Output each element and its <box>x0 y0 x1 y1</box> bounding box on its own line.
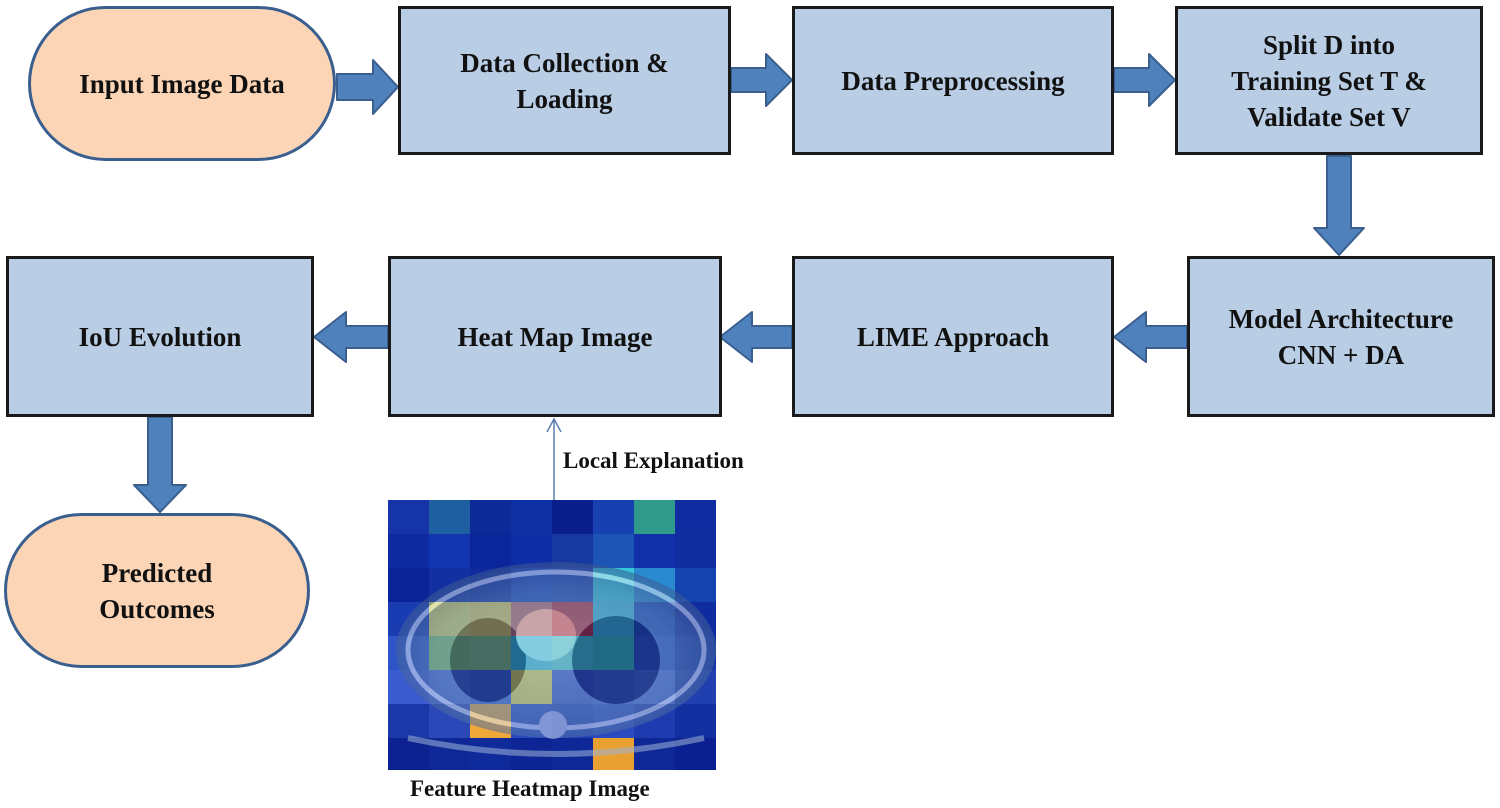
heatmap-cell <box>675 704 716 739</box>
heatmap-cell <box>552 500 594 535</box>
heatmap-cell <box>388 500 430 535</box>
heatmap-cell <box>593 534 635 569</box>
arrow-lime-to-heatmap <box>719 311 793 363</box>
node-heat-map-image: Heat Map Image <box>388 256 722 417</box>
local-explanation-label: Local Explanation <box>563 448 744 473</box>
heatmap-cell <box>388 568 430 603</box>
heatmap-cell <box>388 534 430 569</box>
node-label: IoU Evolution <box>78 321 242 352</box>
node-lime-approach: LIME Approach <box>792 256 1114 417</box>
arrow-split-to-model <box>1313 155 1365 256</box>
heatmap-cell <box>675 500 716 535</box>
node-iou-evolution: IoU Evolution <box>6 256 314 417</box>
node-label: Predicted Outcomes <box>99 557 215 624</box>
node-model-architecture: Model Architecture CNN + DA <box>1187 256 1495 417</box>
feature-heatmap-image <box>388 500 716 770</box>
arrow-iou-to-predicted <box>133 416 187 513</box>
arrow-input-to-collection <box>336 59 399 115</box>
heatmap-cell <box>429 500 471 535</box>
node-label: Model Architecture CNN + DA <box>1228 303 1454 370</box>
heatmap-cell <box>470 500 512 535</box>
heatmap-cell <box>470 534 512 569</box>
arrow-heatmap-to-iou <box>313 311 389 363</box>
heatmap-cell <box>388 704 430 739</box>
node-label: Data Collection & Loading <box>460 47 669 114</box>
node-label: Data Preprocessing <box>841 65 1065 96</box>
heatmap-cell <box>634 534 676 569</box>
node-data-preprocessing: Data Preprocessing <box>792 6 1114 155</box>
feature-heatmap-caption: Feature Heatmap Image <box>410 776 650 801</box>
node-label: Input Image Data <box>79 68 285 99</box>
node-label: Split D into Training Set T & Validate S… <box>1231 29 1427 132</box>
node-label: LIME Approach <box>856 321 1050 352</box>
heatmap-cell <box>675 534 716 569</box>
arrow-model-to-lime <box>1113 311 1188 363</box>
node-input-image-data: Input Image Data <box>28 6 336 161</box>
node-data-collection: Data Collection & Loading <box>398 6 731 155</box>
node-label: Heat Map Image <box>457 321 653 352</box>
local-explanation-connector <box>546 417 562 500</box>
heatmap-cell <box>429 534 471 569</box>
node-predicted-outcomes: Predicted Outcomes <box>4 513 310 668</box>
node-split-dataset: Split D into Training Set T & Validate S… <box>1175 6 1483 155</box>
arrow-collection-to-preprocessing <box>730 53 793 107</box>
heatmap-cell <box>634 500 676 535</box>
arrow-preprocessing-to-split <box>1113 53 1176 107</box>
heatmap-cell <box>511 500 553 535</box>
heatmap-cell <box>593 500 635 535</box>
